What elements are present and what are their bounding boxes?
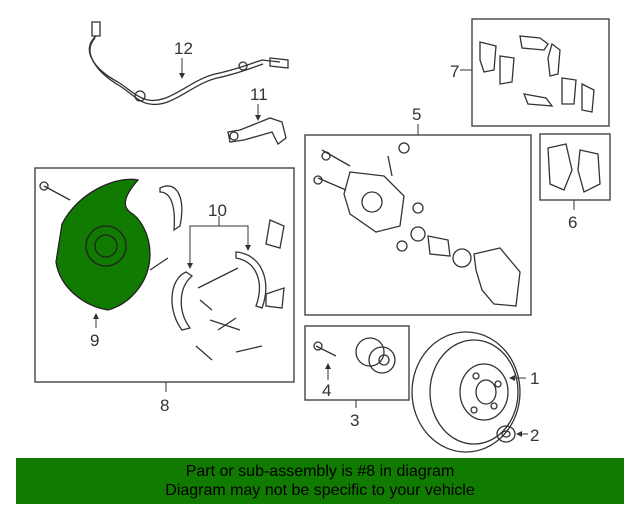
- brake-pads: [547, 143, 601, 193]
- backing-plate[interactable]: [55, 178, 151, 311]
- callout-9: 9: [90, 331, 99, 350]
- speed-sensor-cable[interactable]: [88, 21, 289, 106]
- callout-4: 4: [322, 381, 331, 400]
- callout-7: 7: [450, 62, 459, 81]
- callout-5: 5: [412, 105, 421, 124]
- brake-pad-box[interactable]: [539, 133, 611, 201]
- hub-assembly: [313, 337, 396, 374]
- parking-brake-box[interactable]: [34, 167, 295, 383]
- callout-2: 2: [530, 426, 539, 445]
- note-line-1: Part or sub-assembly is #8 in diagram: [185, 463, 455, 480]
- parking-brake-shoes: [149, 185, 285, 361]
- hub-box[interactable]: [304, 325, 410, 401]
- callout-8: 8: [160, 396, 169, 415]
- callout-1: 1: [530, 369, 539, 388]
- callout-10: 10: [208, 201, 227, 220]
- backing-plate-bolt: [39, 181, 71, 201]
- caliper-box[interactable]: [304, 134, 532, 316]
- diagram-note-banner: Part or sub-assembly is #8 in diagram Di…: [16, 458, 624, 504]
- pad-hardware-kit-box[interactable]: [471, 18, 610, 127]
- callout-6: 6: [568, 213, 577, 232]
- pad-clips: [479, 35, 595, 113]
- brake-rotor[interactable]: [411, 331, 521, 453]
- callout-3: 3: [350, 411, 359, 430]
- speed-sensor[interactable]: [227, 117, 287, 145]
- hub-cap: [496, 425, 516, 443]
- note-line-2: Diagram may not be specific to your vehi…: [165, 482, 475, 499]
- caliper-assembly: [313, 142, 521, 307]
- callout-11: 11: [250, 85, 268, 104]
- parts-diagram: 12 11 7 6 5: [34, 18, 611, 453]
- callout-12: 12: [174, 39, 193, 58]
